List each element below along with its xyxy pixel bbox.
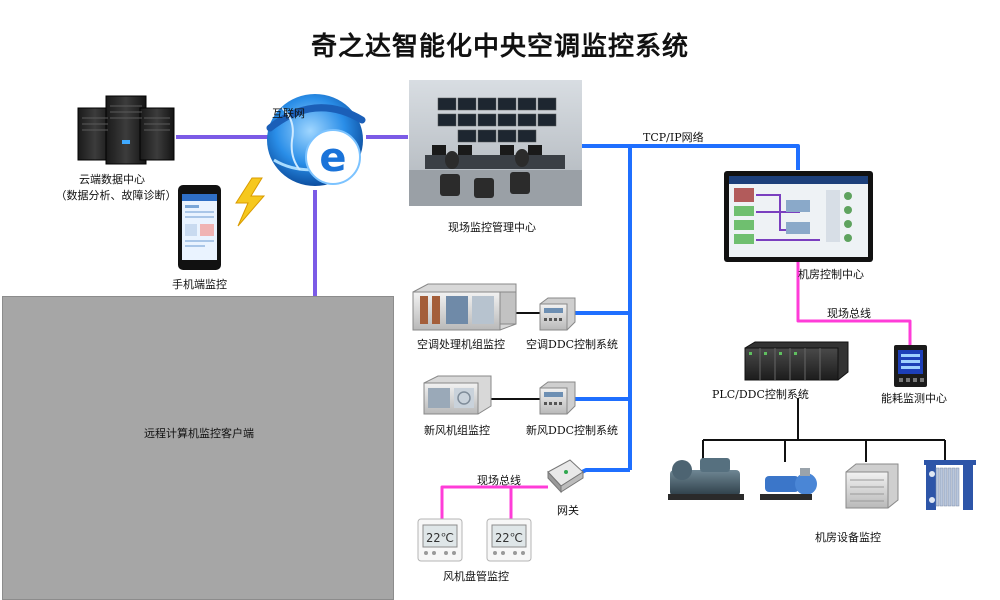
- energy-center-label: 能耗监测中心: [881, 392, 947, 405]
- pump-icon: [760, 468, 817, 500]
- ahu-label: 空调处理机组监控: [417, 338, 505, 351]
- plc-ddc-label: PLC/DDC控制系统: [712, 388, 809, 401]
- cloud-center-sublabel: （数据分析、故障诊断）: [55, 189, 177, 202]
- remote-client-label: 远程计算机监控客户端: [144, 427, 254, 440]
- internet-label: 互联网: [272, 107, 305, 120]
- machine-room-equipment-label: 机房设备监控: [815, 531, 881, 544]
- heat-exchanger-icon: [924, 460, 976, 510]
- internet-links: [176, 135, 408, 298]
- thermostat-display-2: 22℃: [495, 531, 523, 545]
- monitoring-center-label: 现场监控管理中心: [448, 221, 536, 234]
- fan-coil-label: 风机盘管监控: [443, 570, 509, 583]
- thermostat-icon: [417, 518, 463, 562]
- thermostat-icon: [486, 518, 532, 562]
- fieldbus-links: [440, 260, 912, 520]
- internet-globe-icon: e: [266, 94, 366, 186]
- touch-monitor-icon: [724, 171, 873, 262]
- mobile-label: 手机端监控: [172, 278, 227, 291]
- thermostat-display-1: 22℃: [426, 531, 454, 545]
- fieldbus-bottom-label: 现场总线: [477, 474, 521, 487]
- fresh-air-unit-icon: [423, 375, 492, 415]
- fresh-air-ddc-label: 新风DDC控制系统: [526, 424, 619, 437]
- ddc-controller-icon: [539, 381, 576, 415]
- fresh-air-unit-label: 新风机组监控: [424, 424, 490, 437]
- plc-rack-icon: [744, 341, 849, 381]
- fieldbus-top-label: 现场总线: [827, 307, 871, 320]
- power-meter-icon: [894, 345, 927, 387]
- chiller-icon: [668, 458, 744, 500]
- air-handling-unit-icon: [412, 283, 517, 331]
- tcp-ip-label: TCP/IP网络: [643, 131, 704, 144]
- gateway-label: 网关: [557, 504, 579, 517]
- gateway-icon: [547, 459, 584, 494]
- ddc-controller-icon: [539, 297, 576, 331]
- page-title: 奇之达智能化中央空调监控系统: [310, 32, 689, 62]
- server-rack-icon: [77, 95, 175, 165]
- svg-text:e: e: [319, 135, 346, 181]
- ahu-ddc-label: 空调DDC控制系统: [526, 338, 619, 351]
- cooling-tower-icon: [845, 463, 899, 509]
- machine-room-control-label: 机房控制中心: [798, 268, 864, 281]
- control-room-photo: [409, 80, 582, 206]
- cloud-center-label: 云端数据中心: [79, 173, 145, 186]
- lightning-icon: [235, 177, 266, 227]
- tcp-ip-links: [575, 144, 800, 474]
- smartphone-icon: [178, 185, 221, 270]
- remote-client-panel: 远程计算机监控客户端: [2, 296, 394, 600]
